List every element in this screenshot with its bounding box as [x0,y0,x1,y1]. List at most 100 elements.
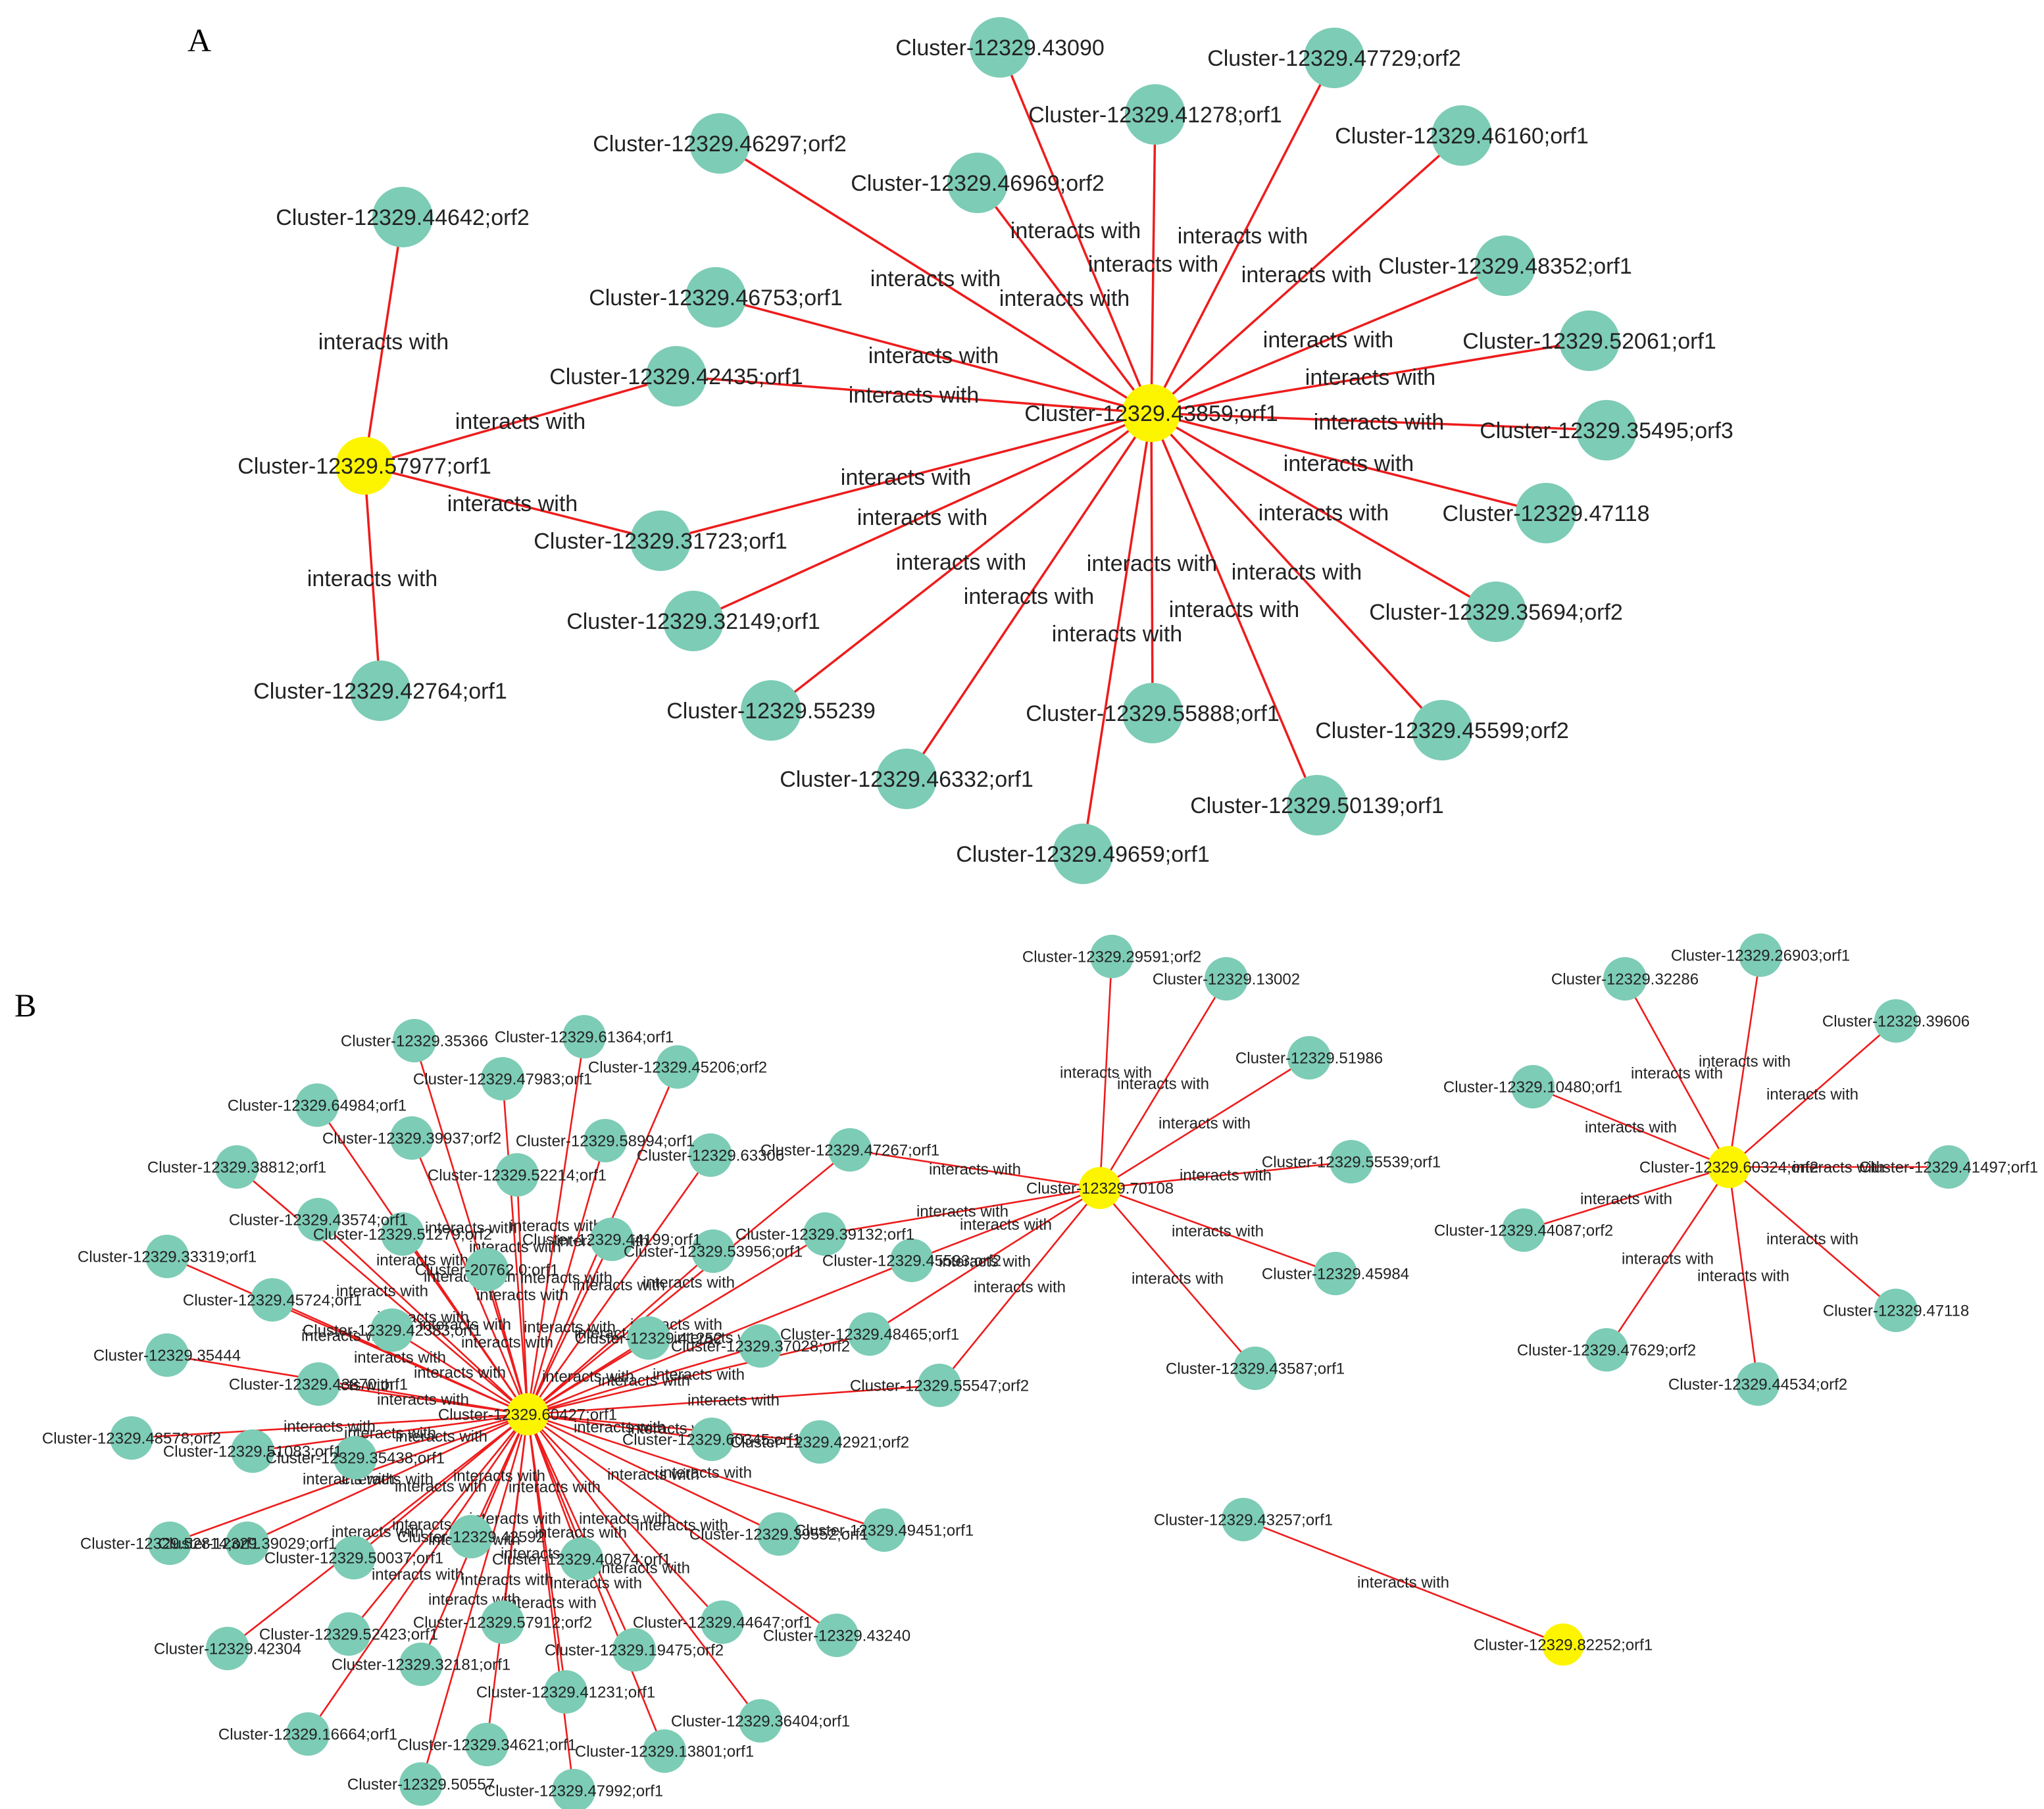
node-cluster-12329-34621-orf1[interactable] [465,1723,509,1766]
node-cluster-12329-32181-orf1[interactable] [399,1643,443,1686]
node-label: Cluster-12329.35694;orf2 [1369,600,1623,625]
node-cluster-12329-35495-orf3[interactable] [1576,400,1637,460]
node-cluster-12329-42764-orf1[interactable] [350,660,411,721]
hub-node-cluster-12329-60427-orf1[interactable] [507,1393,549,1435]
node-cluster-12329-51279-orf2[interactable] [381,1212,424,1256]
node-cluster-12329-47267-orf1[interactable] [828,1128,872,1172]
node-cluster-12329-38812-orf1[interactable] [215,1145,259,1189]
node-cluster-12329-44642-orf2[interactable] [372,187,433,247]
node-cluster-12329-55888-orf1[interactable] [1122,683,1183,743]
node-cluster-12329-60345-orf1[interactable] [690,1418,734,1461]
node-cluster-12329-26903-orf1[interactable] [1739,933,1782,977]
node-cluster-12329-32286[interactable] [1603,957,1647,1001]
node-cluster-12329-49451-orf1[interactable] [862,1508,906,1552]
node-cluster-12329-44199-orf1[interactable] [590,1218,634,1261]
node-cluster-12329-55539-orf1[interactable] [1330,1140,1373,1183]
node-cluster-12329-46753-orf1[interactable] [685,267,746,328]
node-cluster-12329-61364-orf1[interactable] [562,1015,606,1058]
node-cluster-12329-39132-orf1[interactable] [803,1212,847,1256]
node-cluster-12329-40874-orf1[interactable] [560,1537,603,1581]
node-cluster-20762-0-orf1[interactable] [465,1248,509,1291]
node-cluster-12329-58994-orf1[interactable] [584,1119,627,1162]
node-cluster-12329-52214-orf1[interactable] [495,1153,539,1197]
node-cluster-12329-48465-orf1[interactable] [848,1312,891,1356]
node-cluster-12329-42592[interactable] [449,1515,493,1558]
node-cluster-12329-55239[interactable] [741,680,801,741]
node-cluster-12329-35438-orf1[interactable] [334,1436,377,1479]
node-cluster-12329-51986[interactable] [1287,1036,1331,1079]
node-cluster-12329-45724-orf1[interactable] [251,1278,294,1322]
hub-node-cluster-12329-60324-orf2[interactable] [1708,1146,1750,1188]
node-cluster-12329-43574-orf1[interactable] [297,1198,340,1241]
node-cluster-12329-52423-orf1[interactable] [327,1612,370,1656]
node-cluster-12329-47983-orf1[interactable] [481,1057,524,1101]
node-cluster-12329-43587-orf1[interactable] [1234,1347,1277,1390]
hub-node-cluster-12329-43859-orf1[interactable] [1122,384,1180,442]
node-cluster-12329-49659-orf1[interactable] [1053,824,1113,884]
node-cluster-12329-32149-orf1[interactable] [663,591,724,651]
node-cluster-12329-41252[interactable] [627,1316,670,1360]
node-cluster-12329-16664-orf1[interactable] [286,1712,330,1756]
node-cluster-12329-46297-orf2[interactable] [689,113,750,174]
node-cluster-12329-43257-orf1[interactable] [1222,1498,1265,1541]
hub-node-cluster-12329-57977-orf1[interactable] [336,437,393,495]
node-cluster-12329-52061-orf1[interactable] [1559,310,1620,371]
node-cluster-12329-50139-orf1[interactable] [1287,775,1347,835]
node-cluster-12329-39552-orf1[interactable] [757,1512,801,1556]
node-cluster-12329-42304[interactable] [206,1627,249,1670]
node-cluster-12329-44647-orf1[interactable] [701,1600,744,1644]
node-cluster-12329-50037-orf1[interactable] [332,1536,376,1579]
node-cluster-12329-42383-orf1[interactable] [370,1308,414,1352]
node-cluster-12329-35444[interactable] [145,1333,189,1377]
node-cluster-12329-45206-orf2[interactable] [656,1045,699,1089]
node-cluster-12329-41231-orf1[interactable] [544,1670,587,1714]
node-cluster-12329-47992-orf1[interactable] [552,1769,595,1809]
node-cluster-12329-45984[interactable] [1314,1252,1357,1295]
node-cluster-12329-46332-orf1[interactable] [876,749,937,809]
node-cluster-12329-47729-orf2[interactable] [1304,28,1364,88]
hub-node-cluster-12329-70108[interactable] [1079,1167,1121,1209]
node-cluster-12329-41278-orf1[interactable] [1125,84,1185,145]
node-cluster-12329-39937-orf2[interactable] [390,1116,434,1160]
node-cluster-12329-43240[interactable] [815,1614,859,1657]
node-cluster-12329-52814-orf1[interactable] [148,1522,191,1565]
node-cluster-12329-10480-orf1[interactable] [1511,1065,1555,1108]
node-cluster-12329-55547-orf2[interactable] [918,1364,961,1407]
node-cluster-12329-48352-orf1[interactable] [1475,235,1535,296]
node-cluster-12329-64984-orf1[interactable] [295,1083,339,1127]
node-cluster-12329-29591-orf2[interactable] [1090,935,1134,978]
edge-cluster-12329-43859-orf1-cluster-12329-35694-orf2 [1151,412,1497,613]
node-cluster-12329-44534-orf2[interactable] [1736,1362,1780,1406]
node-cluster-12329-36404-orf1[interactable] [739,1699,782,1743]
node-cluster-12329-43090[interactable] [970,17,1030,78]
node-cluster-12329-45599-orf2[interactable] [1412,700,1472,760]
node-cluster-12329-46160-orf1[interactable] [1432,105,1492,166]
node-cluster-12329-19475-orf2[interactable] [612,1628,656,1672]
node-cluster-12329-63306[interactable] [689,1133,732,1177]
node-cluster-12329-50557[interactable] [399,1762,443,1806]
node-cluster-12329-41497-orf1[interactable] [1927,1145,1970,1189]
hub-node-cluster-12329-82252-orf1[interactable] [1542,1623,1584,1666]
node-cluster-12329-42921-orf2[interactable] [798,1420,841,1464]
node-cluster-12329-47118[interactable] [1516,483,1576,543]
node-cluster-12329-43870-orf1[interactable] [297,1362,340,1406]
node-cluster-12329-47118[interactable] [1874,1289,1918,1332]
node-cluster-12329-33319-orf1[interactable] [145,1235,189,1278]
node-cluster-12329-13801-orf1[interactable] [643,1729,686,1773]
node-cluster-12329-45593-orf2[interactable] [890,1239,934,1282]
node-cluster-12329-53956-orf1[interactable] [691,1229,735,1273]
node-cluster-12329-46969-orf2[interactable] [947,153,1008,213]
node-cluster-12329-31723-orf1[interactable] [630,510,691,571]
node-cluster-12329-39029-orf1[interactable] [226,1522,269,1565]
node-cluster-12329-48578-orf2[interactable] [110,1416,153,1460]
node-cluster-12329-39606[interactable] [1874,999,1918,1043]
node-cluster-12329-57912-orf2[interactable] [481,1600,524,1644]
node-cluster-12329-42435-orf1[interactable] [646,346,707,407]
node-cluster-12329-13002[interactable] [1205,957,1248,1001]
node-cluster-12329-51083-orf1[interactable] [231,1429,274,1473]
node-cluster-12329-47629-orf2[interactable] [1585,1328,1628,1372]
node-cluster-12329-35366[interactable] [393,1019,436,1062]
node-cluster-12329-35694-orf2[interactable] [1466,582,1526,642]
node-cluster-12329-37028-orf2[interactable] [739,1324,782,1368]
node-cluster-12329-44087-orf2[interactable] [1502,1208,1545,1252]
